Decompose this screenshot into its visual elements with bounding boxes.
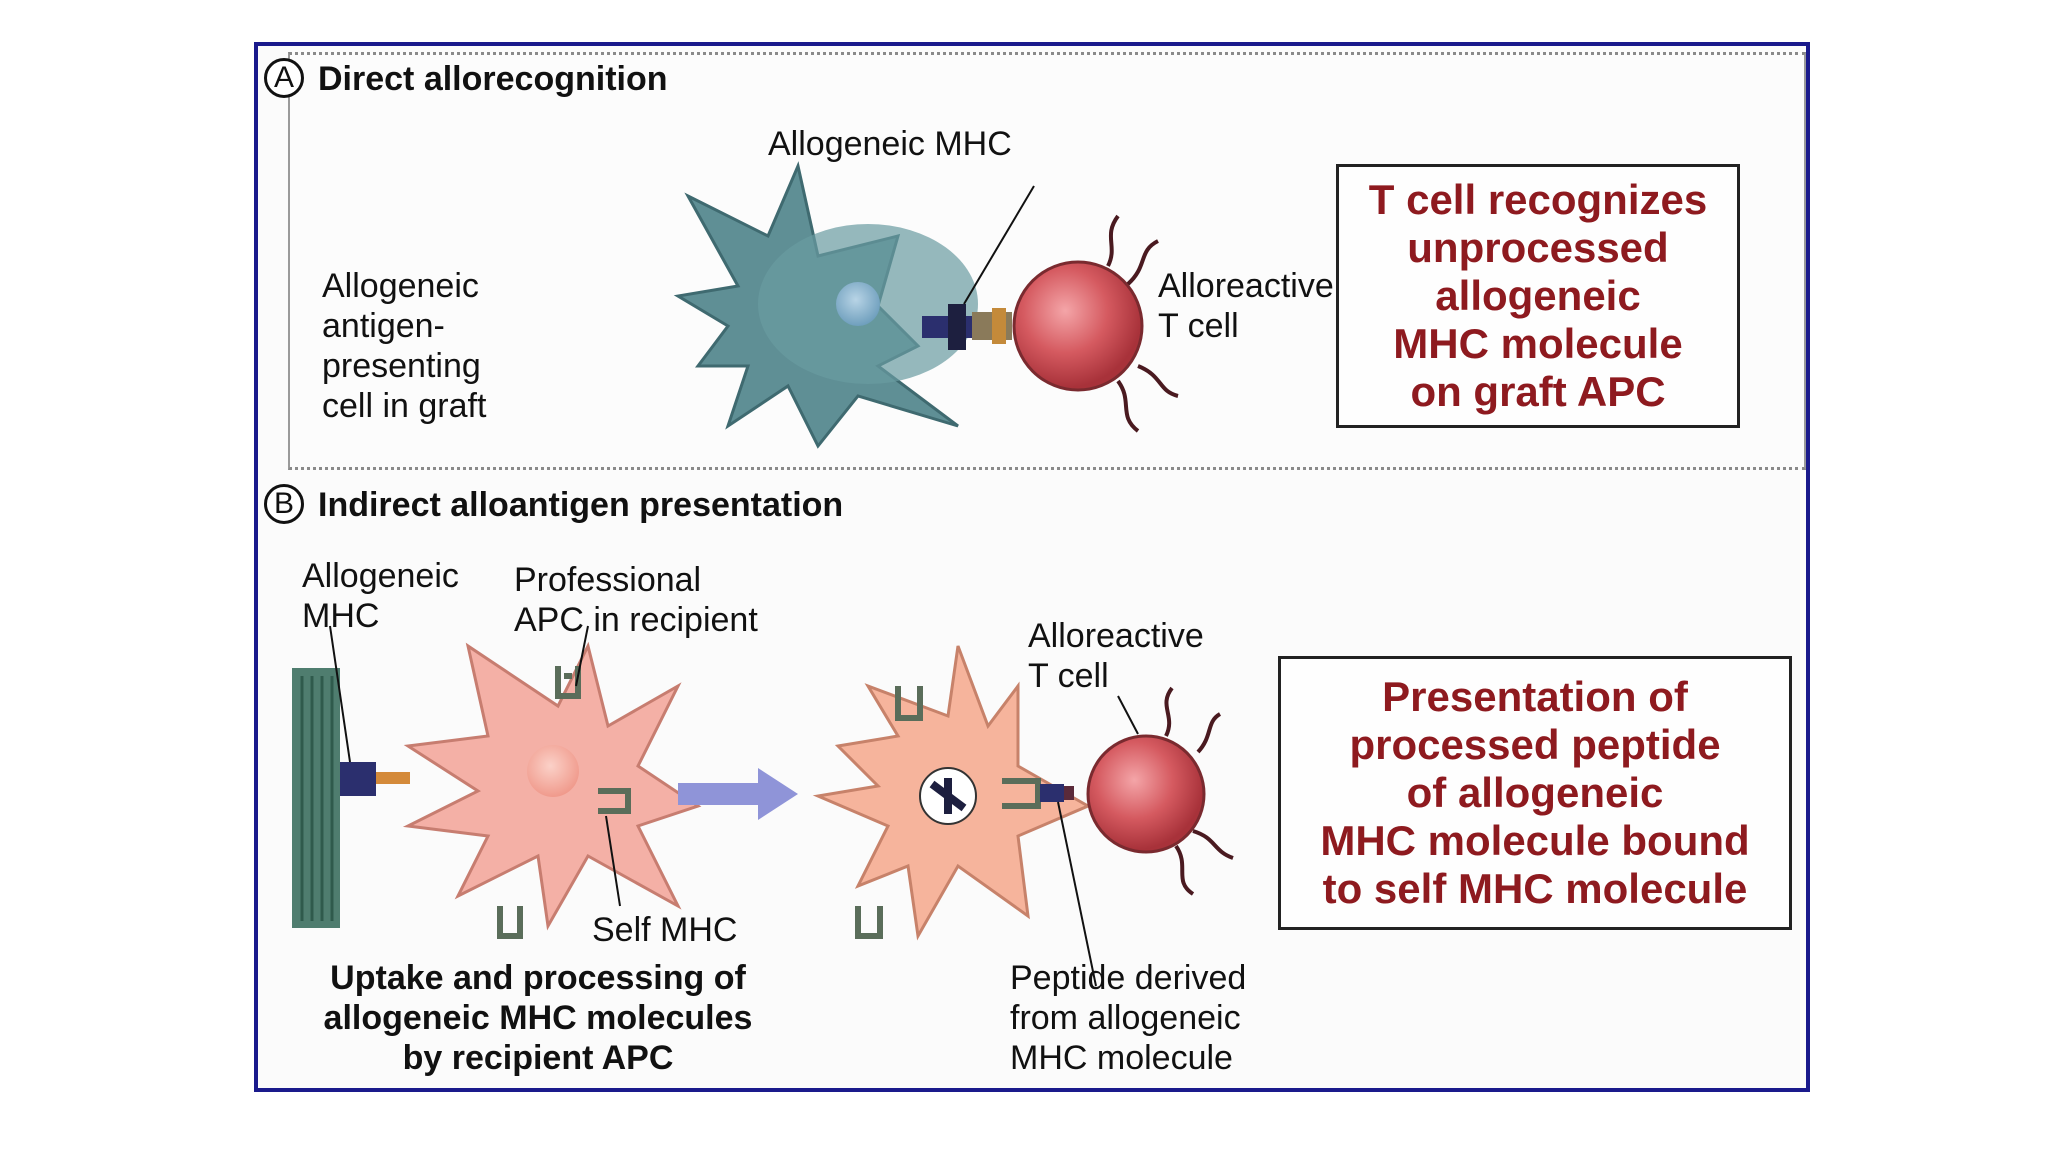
label-alloreactive-tcell-a: Alloreactive T cell [1158, 267, 1334, 345]
label-allogeneic-mhc-b: Allogeneic MHC [302, 557, 459, 635]
label-allogeneic-mhc-a: Allogeneic MHC [768, 125, 1012, 163]
mhc-tcr-complex-a [922, 185, 1035, 350]
label-uptake-processing: Uptake and processing of allogeneic MHC … [323, 959, 753, 1077]
recipient-apc-1-nucleus [527, 745, 579, 797]
panel-a-letter: A [264, 58, 304, 98]
graft-apc-nucleus [836, 282, 880, 326]
peptide-mhc-complex-b [1002, 778, 1097, 987]
t-cell-b [1086, 686, 1234, 896]
label-graft-apc: Allogeneic antigen- presenting cell in g… [322, 267, 487, 425]
recipient-apc-2 [812, 645, 1092, 941]
label-alloreactive-tcell-b: Alloreactive T cell [1028, 617, 1204, 695]
label-professional-apc: Professional APC in recipient [514, 561, 758, 639]
graft-tissue [292, 668, 340, 928]
panel-b-title: Indirect alloantigen presentation [318, 486, 844, 524]
graft-apc-cell [673, 161, 978, 449]
label-peptide-derived: Peptide derived from allogeneic MHC mole… [1010, 959, 1247, 1077]
recipient-apc-1 [402, 641, 702, 931]
panel-a-title: Direct allorecognition [318, 60, 668, 98]
diagram-artwork [292, 161, 1234, 987]
t-cell-a [1012, 214, 1179, 433]
allogeneic-mhc-b [329, 625, 410, 796]
callout-indirect: Presentation of processed peptide of all… [1278, 656, 1792, 930]
callout-direct: T cell recognizes unprocessed allogeneic… [1336, 164, 1740, 428]
self-mhc-molecules-1 [497, 625, 631, 939]
figure-frame: A Direct allorecognition Allogeneic MHC … [254, 42, 1810, 1092]
panel-b-letter: B [264, 484, 304, 524]
label-self-mhc: Self MHC [592, 911, 738, 949]
process-arrow [678, 768, 798, 820]
